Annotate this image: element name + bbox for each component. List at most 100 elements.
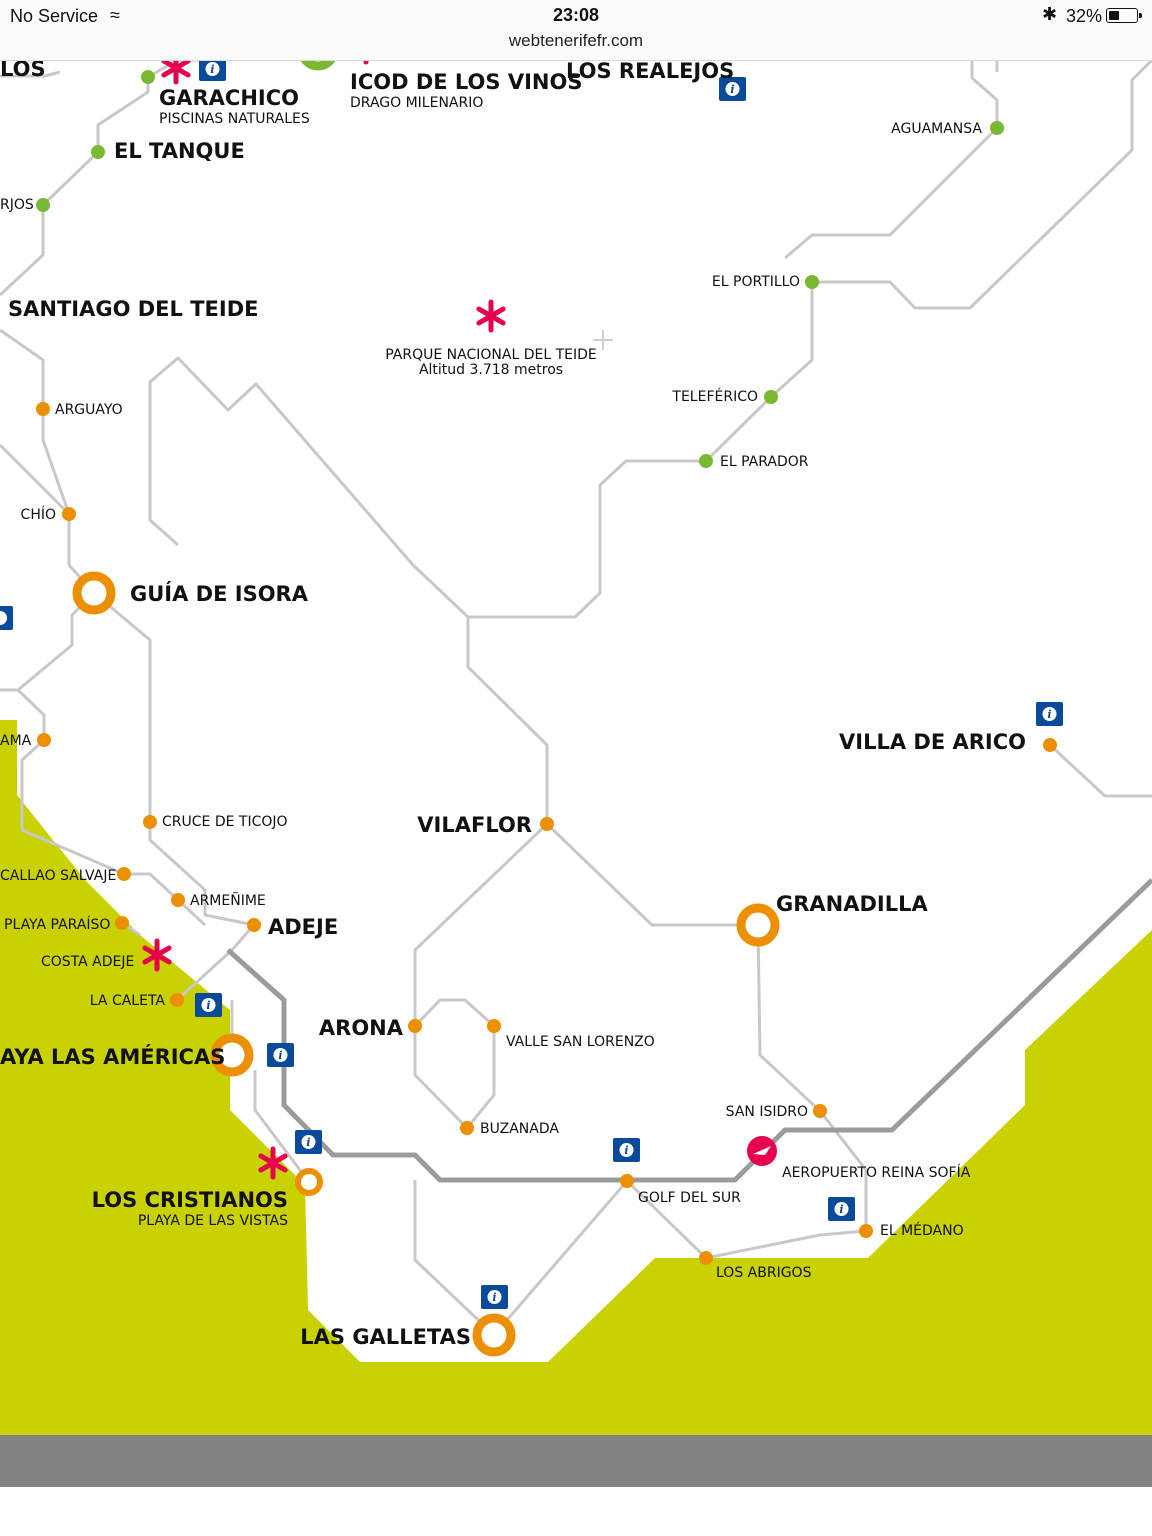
place-label-teleferico: TELEFÉRICO bbox=[671, 388, 758, 405]
road-network bbox=[0, 58, 1152, 1337]
village-dot-chio[interactable] bbox=[62, 507, 76, 521]
place-label-el-portillo: EL PORTILLO bbox=[712, 274, 800, 290]
village-dot-valle-san-lorenzo[interactable] bbox=[487, 1019, 501, 1033]
battery-percent: 32% bbox=[1066, 6, 1103, 26]
place-label-el-tanque: EL TANQUE bbox=[114, 139, 245, 163]
village-dot-erjos[interactable] bbox=[36, 198, 50, 212]
place-label-guia: GUÍA DE ISORA bbox=[130, 581, 309, 606]
village-dot-el-medano[interactable] bbox=[859, 1224, 873, 1238]
attraction-star-icon bbox=[142, 938, 172, 972]
info-icon[interactable]: i bbox=[613, 1138, 640, 1162]
attraction-star-icon bbox=[258, 1146, 288, 1180]
info-icon[interactable]: i bbox=[719, 77, 746, 101]
village-dot-aguamansa[interactable] bbox=[990, 121, 1004, 135]
town-ring-las-galletas[interactable] bbox=[472, 1313, 516, 1357]
village-dot-adeje[interactable] bbox=[247, 918, 261, 932]
place-label-la-caleta: LA CALETA bbox=[90, 993, 166, 1009]
airport-icon[interactable] bbox=[747, 1136, 777, 1166]
place-label-erjos: RJOS bbox=[0, 197, 34, 213]
village-dot-el-portillo[interactable] bbox=[805, 275, 819, 289]
place-sublabel-los-cristianos: PLAYA DE LAS VISTAS bbox=[138, 1213, 288, 1229]
info-icon[interactable]: i bbox=[195, 993, 222, 1017]
place-label-las-americas: AYA LAS AMÉRICAS bbox=[0, 1044, 225, 1069]
village-dot-la-caleta[interactable] bbox=[170, 993, 184, 1007]
info-icon[interactable]: i bbox=[295, 1130, 322, 1154]
status-bar: No Service ≈ 23:08 webtenerifefr.com ✱ 3… bbox=[0, 0, 1152, 61]
bluetooth-icon: ✱ bbox=[1042, 4, 1058, 24]
footer-bar bbox=[0, 1435, 1152, 1487]
place-label-icod: ICOD DE LOS VINOS bbox=[350, 70, 582, 94]
place-label-los-abrigos: LOS ABRIGOS bbox=[716, 1265, 812, 1281]
info-icon[interactable]: i bbox=[267, 1043, 294, 1067]
place-label-tamaimo: AMA bbox=[0, 733, 32, 749]
place-label-costa-adeje: COSTA ADEJE bbox=[41, 954, 134, 970]
place-label-playa-paraiso: PLAYA PARAÍSO bbox=[4, 916, 110, 933]
village-dot-san-isidro[interactable] bbox=[813, 1104, 827, 1118]
village-dot-el-tanque[interactable] bbox=[91, 145, 105, 159]
place-label-granadilla: GRANADILLA bbox=[776, 892, 928, 916]
info-icon[interactable]: i bbox=[828, 1197, 855, 1221]
village-dot-playa-paraiso[interactable] bbox=[115, 916, 129, 930]
village-dot-vilaflor[interactable] bbox=[540, 817, 554, 831]
svg-text:i: i bbox=[839, 1203, 843, 1216]
place-label-los-realejos: LOS REALEJOS bbox=[566, 59, 734, 83]
svg-text:i: i bbox=[624, 1144, 628, 1157]
village-dot-arona[interactable] bbox=[408, 1019, 422, 1033]
place-label-cruce-ticojo: CRUCE DE TICOJO bbox=[162, 814, 288, 830]
place-sublabel-icod: DRAGO MILENARIO bbox=[350, 95, 483, 111]
summit-cross-icon bbox=[593, 330, 613, 350]
attraction-star-icon bbox=[476, 299, 506, 333]
village-dot-cruce-ticojo[interactable] bbox=[143, 815, 157, 829]
coastline bbox=[0, 720, 1152, 1435]
village-dot-el-parador[interactable] bbox=[699, 454, 713, 468]
place-label-el-parador: EL PARADOR bbox=[720, 454, 809, 470]
place-label-las-galletas: LAS GALLETAS bbox=[300, 1325, 471, 1349]
svg-text:i: i bbox=[210, 63, 214, 76]
village-dot-arguayo[interactable] bbox=[36, 402, 50, 416]
svg-text:i: i bbox=[206, 999, 210, 1012]
info-icon[interactable]: i bbox=[1036, 702, 1063, 726]
carrier-label: No Service bbox=[10, 6, 99, 26]
village-dot-villa-arico[interactable] bbox=[1043, 738, 1057, 752]
info-icon[interactable]: i bbox=[199, 57, 226, 81]
tourist-info-icons[interactable]: i i i i i i i i i bbox=[0, 0, 1063, 1309]
info-icon[interactable]: i bbox=[481, 1285, 508, 1309]
town-ring-granadilla[interactable] bbox=[736, 903, 780, 947]
village-dot-callao[interactable] bbox=[117, 867, 131, 881]
village-dot-teleferico[interactable] bbox=[764, 390, 778, 404]
place-label-garachico: GARACHICO bbox=[159, 86, 299, 110]
place-label-villa-arico: VILLA DE ARICO bbox=[839, 730, 1026, 754]
place-label-san-isidro: SAN ISIDRO bbox=[726, 1104, 808, 1120]
place-label-arguayo: ARGUAYO bbox=[55, 402, 123, 418]
svg-text:i: i bbox=[278, 1049, 282, 1062]
village-dot-los-abrigos[interactable] bbox=[699, 1251, 713, 1265]
svg-text:i: i bbox=[306, 1136, 310, 1149]
place-label-valle-san-lorenzo: VALLE SAN LORENZO bbox=[506, 1034, 655, 1050]
village-dot-garachico[interactable] bbox=[141, 70, 155, 84]
place-label-vilaflor: VILAFLOR bbox=[417, 813, 532, 837]
place-label-callao: CALLAO SALVAJE bbox=[0, 868, 116, 884]
address-bar[interactable]: webtenerifefr.com bbox=[508, 31, 644, 50]
place-sublabel-garachico: PISCINAS NATURALES bbox=[159, 111, 310, 127]
place-label-santiago: SANTIAGO DEL TEIDE bbox=[8, 297, 258, 321]
village-dot-armenime[interactable] bbox=[171, 893, 185, 907]
village-dot-tamaimo[interactable] bbox=[37, 733, 51, 747]
place-label-los-top: LOS bbox=[0, 57, 46, 81]
place-label-teide: PARQUE NACIONAL DEL TEIDE bbox=[385, 347, 596, 363]
place-sublabel-teide: Altitud 3.718 metros bbox=[419, 362, 563, 378]
clock: 23:08 bbox=[552, 5, 600, 25]
wifi-icon: ≈ bbox=[110, 5, 120, 25]
place-label-el-medano: EL MÉDANO bbox=[880, 1222, 964, 1239]
town-ring-las-americas[interactable] bbox=[210, 1033, 254, 1077]
village-dot-buzanada[interactable] bbox=[460, 1121, 474, 1135]
place-label-los-cristianos: LOS CRISTIANOS bbox=[92, 1188, 288, 1212]
info-icon[interactable] bbox=[0, 606, 13, 630]
svg-text:i: i bbox=[730, 83, 734, 96]
battery-icon bbox=[1106, 8, 1142, 23]
town-ring-guia[interactable] bbox=[72, 571, 116, 615]
place-label-golf-sur: GOLF DEL SUR bbox=[638, 1190, 741, 1206]
town-ring-los-cristianos[interactable] bbox=[295, 1168, 323, 1196]
village-dot-golf-sur[interactable] bbox=[620, 1174, 634, 1188]
